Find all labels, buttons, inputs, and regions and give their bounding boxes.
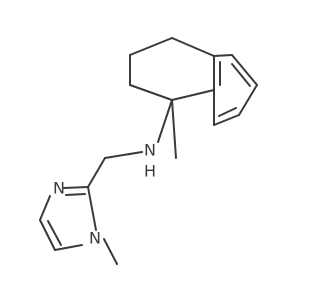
bond-c5-n1 xyxy=(54,244,83,251)
bond-c1-c2 xyxy=(129,84,173,101)
bond-c4a-c5 xyxy=(213,54,233,57)
bond-c7-c8 xyxy=(213,114,240,126)
imidazole-ring xyxy=(39,186,118,265)
double-bond-c4-c5 xyxy=(47,220,62,246)
bond-c2-n3 xyxy=(63,186,89,189)
bond-amine-n-ch2 xyxy=(104,151,143,159)
double-bond-c2-n3 xyxy=(65,193,86,196)
bond-c4-c4a xyxy=(171,37,215,57)
bond-c3-c4 xyxy=(129,37,173,56)
bond-c8a-c1 xyxy=(171,89,215,101)
bond-n1-c2 xyxy=(87,186,97,231)
imidazole-n1-label: N xyxy=(89,229,101,248)
bond-ch2-c2 xyxy=(87,157,106,188)
bond-c5-c6 xyxy=(231,54,258,86)
saturated-ring xyxy=(129,37,215,101)
molecule-diagram: N H N N xyxy=(39,37,258,265)
double-bond-c5-c6 xyxy=(231,63,251,87)
double-bond-c7-c8 xyxy=(218,107,237,117)
bond-n3-c4 xyxy=(39,195,51,221)
amine-hydrogen-label: H xyxy=(144,162,156,181)
aromatic-ring xyxy=(171,54,258,126)
quaternary-carbon-substituents xyxy=(157,99,177,159)
imidazole-n3-label: N xyxy=(53,179,65,198)
amine-linker xyxy=(87,151,143,188)
structure-canvas: N H N N xyxy=(39,37,258,265)
bond-n1-methyl xyxy=(103,238,118,265)
atom-labels: N H N N xyxy=(53,141,156,248)
bond-c1-amine-n xyxy=(157,99,173,143)
amine-nitrogen-label: N xyxy=(144,141,156,160)
bond-c1-methyl xyxy=(171,99,177,159)
bond-c4-c5 xyxy=(39,219,56,251)
bond-c6-c7 xyxy=(238,84,258,116)
